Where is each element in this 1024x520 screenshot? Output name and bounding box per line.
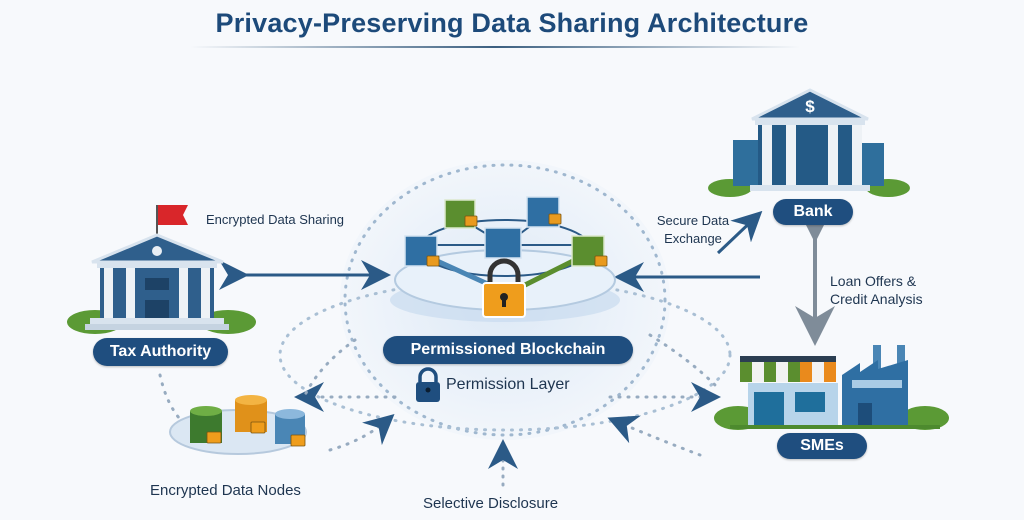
block-blue-center <box>484 227 522 259</box>
arrow-secure-exchange <box>716 210 763 255</box>
encrypted-data-sharing-label: Encrypted Data Sharing <box>206 212 345 227</box>
connectors <box>158 203 835 487</box>
block-blue-2 <box>404 235 438 267</box>
selective-disclosure-label: Selective Disclosure <box>423 495 559 512</box>
shop-factory-icon <box>714 345 949 430</box>
secure-data-exchange-label: Secure Data Exchange <box>656 213 730 246</box>
main-lock-icon <box>482 258 526 318</box>
dotted-smes-to-layer <box>607 415 702 457</box>
bank-label: Bank <box>773 199 853 225</box>
diagram-title: Privacy-Preserving Data Sharing Architec… <box>215 8 809 38</box>
dotted-blockchain-to-smes <box>648 333 717 387</box>
bank-building-icon: $ <box>708 88 910 197</box>
dotted-blockchain-to-nodes <box>303 338 357 397</box>
flag-icon <box>158 205 188 225</box>
title-divider <box>190 46 800 48</box>
dotted-nodes-to-layer <box>328 414 395 452</box>
permission-layer-lock-icon <box>416 367 440 402</box>
tax-authority-building-icon <box>67 205 256 334</box>
permission-layer-label: Permission Layer <box>446 376 570 393</box>
loan-offers-label: Loan Offers & Credit Analysis <box>830 273 923 307</box>
blockchain-network-icon <box>390 196 620 322</box>
dollar-sign-icon: $ <box>805 97 815 116</box>
dotted-nodes-to-tax <box>158 373 202 437</box>
encrypted-data-nodes-label: Encrypted Data Nodes <box>150 482 301 499</box>
blockchain-label: Permissioned Blockchain <box>383 336 633 364</box>
tax-authority-label: Tax Authority <box>93 338 228 366</box>
database-icon <box>169 395 307 455</box>
smes-label: SMEs <box>777 433 867 459</box>
